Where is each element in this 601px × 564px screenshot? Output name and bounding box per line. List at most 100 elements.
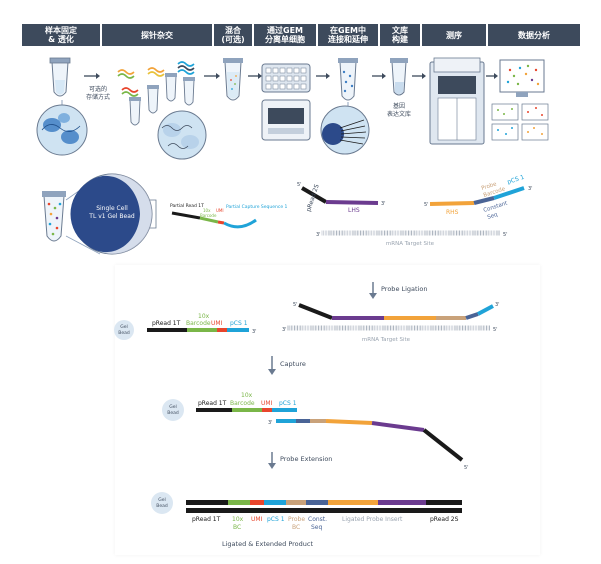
oligo-three-prime: 3' [252, 329, 257, 335]
step-header-pooling: 混合 (可选) [214, 24, 252, 46]
step-label: 在GEM中 连接和延伸 [328, 26, 368, 44]
hybridized-cells-magnifier-icon [157, 110, 207, 160]
gel-bead-icon [162, 399, 184, 421]
gel-bead-label-1: Gel [120, 324, 128, 330]
gel-bead-label-1: Gel [158, 497, 166, 503]
mechanism-panel [115, 265, 540, 555]
probe-extension-label: Probe Extension [280, 455, 332, 463]
final-pread2s-label: pRead 2S [430, 516, 459, 523]
captured-five-prime: 5' [464, 465, 469, 471]
ligated-probe [298, 303, 494, 320]
mrna-strand [321, 230, 501, 236]
chromium-instrument-icon [261, 63, 311, 141]
pcs1-label: pCS 1 [230, 320, 248, 327]
rhs-probe [429, 186, 525, 206]
rhs-three-prime: 3' [528, 186, 533, 192]
step-header-probe-hybridization: 探针杂交 [102, 24, 212, 46]
final-const-label-2: Seq [311, 524, 323, 531]
step-label: 文库 构建 [392, 26, 408, 44]
gel-bead-label-2: Bead [156, 503, 168, 509]
storage-note-line2: 存储方式 [86, 93, 110, 101]
barcode-small-label: 10x [203, 208, 211, 213]
library-note-line2: 表达文库 [387, 110, 411, 118]
pooled-tube-icon [223, 58, 243, 101]
step-header-sequencing: 测序 [422, 24, 486, 46]
step-header-ligation-extension: 在GEM中 连接和延伸 [318, 24, 378, 46]
ligated-extended-product [186, 500, 462, 513]
final-tenx-label-1: 10x [232, 516, 244, 523]
gem-bead-magnifier-icon [320, 105, 370, 155]
step-header-fix-permeabilize: 样本固定 & 透化 [22, 24, 100, 46]
pread1t-label: pRead 1T [198, 400, 227, 407]
mrna-mid-three-prime: 3' [282, 327, 287, 333]
ligated-three-prime: 3' [495, 302, 500, 308]
partial-read-label: Partial Read 1T [170, 203, 204, 209]
analysis-monitor-icon [499, 59, 545, 97]
captured-probe [276, 419, 464, 462]
gem-tube-icon [338, 58, 358, 101]
arrow-icon [372, 73, 386, 79]
fixed-cells-magnifier-icon [36, 104, 88, 156]
gel-bead-label-2: Bead [118, 330, 130, 336]
umi-label: UMI [261, 400, 273, 407]
lhs-five-prime: 5' [297, 182, 302, 188]
final-pcs1-label: pCS 1 [267, 516, 285, 523]
tenx-label: 10x [241, 392, 253, 399]
hybridization-tubes-icon [129, 73, 195, 126]
mrna-mid-label: mRNA Target Site [362, 337, 411, 343]
final-probe-bc-label-2: BC [292, 524, 300, 531]
down-arrow-icon [369, 282, 377, 299]
storage-note-line1: 可选的 [89, 85, 107, 93]
bead-tube-icon [42, 191, 66, 242]
gel-bead-magnifier-icon: Single Cell TL v1 Gel Bead [65, 173, 153, 255]
rhs-five-prime: 5' [424, 202, 429, 208]
mrna-strand [287, 325, 491, 331]
bead-oligo-2 [196, 408, 297, 412]
mrna-five-prime: 5' [503, 232, 508, 238]
tenx-label: 10x [198, 313, 210, 320]
step-label: 探针杂交 [141, 30, 173, 40]
analysis-plots-icon [491, 103, 549, 141]
arrow-icon [204, 73, 220, 79]
bracket-line [150, 199, 157, 229]
arrow-icon [84, 73, 100, 79]
arrow-icon [486, 73, 498, 79]
mrna-mid-five-prime: 5' [493, 327, 498, 333]
lhs-label: LHS [348, 207, 360, 214]
rhs-label: RHS [446, 209, 459, 216]
final-insert-label: Ligated Probe Insert [342, 516, 403, 523]
barcode-small-label2: Barcode [200, 213, 217, 218]
final-pread1t-label: pRead 1T [192, 516, 221, 523]
arrow-icon [248, 73, 262, 79]
gel-bead-label-1: Gel [169, 404, 177, 410]
step-header-data-analysis: 数据分析 [488, 24, 580, 46]
bead-label-line1: Single Cell [96, 205, 128, 212]
mrna-target-label: mRNA Target Site [386, 241, 435, 247]
sample-tube-icon [49, 57, 71, 97]
product-caption: Ligated & Extended Product [222, 540, 313, 548]
gel-bead-icon [114, 320, 134, 340]
library-note-line1: 基因 [393, 102, 405, 110]
barcode-label: Barcode [230, 400, 255, 407]
umi-label: UMI [211, 320, 223, 327]
arrow-icon [316, 73, 330, 79]
step-label: 混合 (可选) [221, 26, 245, 44]
ligated-five-prime: 5' [293, 302, 298, 308]
probe-ligation-label: Probe Ligation [381, 285, 428, 293]
partial-capture-label: Partial Capture Sequence 1 [226, 204, 288, 210]
umi-small-label: UMI [216, 208, 224, 213]
final-tenx-label-2: BC [233, 524, 241, 531]
barcode-label: Barcode [186, 320, 211, 327]
step-header-library-construction: 文库 构建 [380, 24, 420, 46]
final-umi-label: UMI [251, 516, 263, 523]
final-probe-bc-label-1: Probe [288, 516, 305, 523]
arrow-icon [412, 73, 426, 79]
down-arrow-icon [268, 356, 276, 375]
step-header-gem-partition: 通过GEM 分离单细胞 [254, 24, 316, 46]
mrna-three-prime: 3' [316, 232, 321, 238]
bead-label-line2: TL v1 Gel Bead [88, 213, 135, 220]
workflow-illustrations: 可选的 存储方式 [36, 57, 549, 255]
final-const-label-1: Const. [308, 516, 327, 523]
